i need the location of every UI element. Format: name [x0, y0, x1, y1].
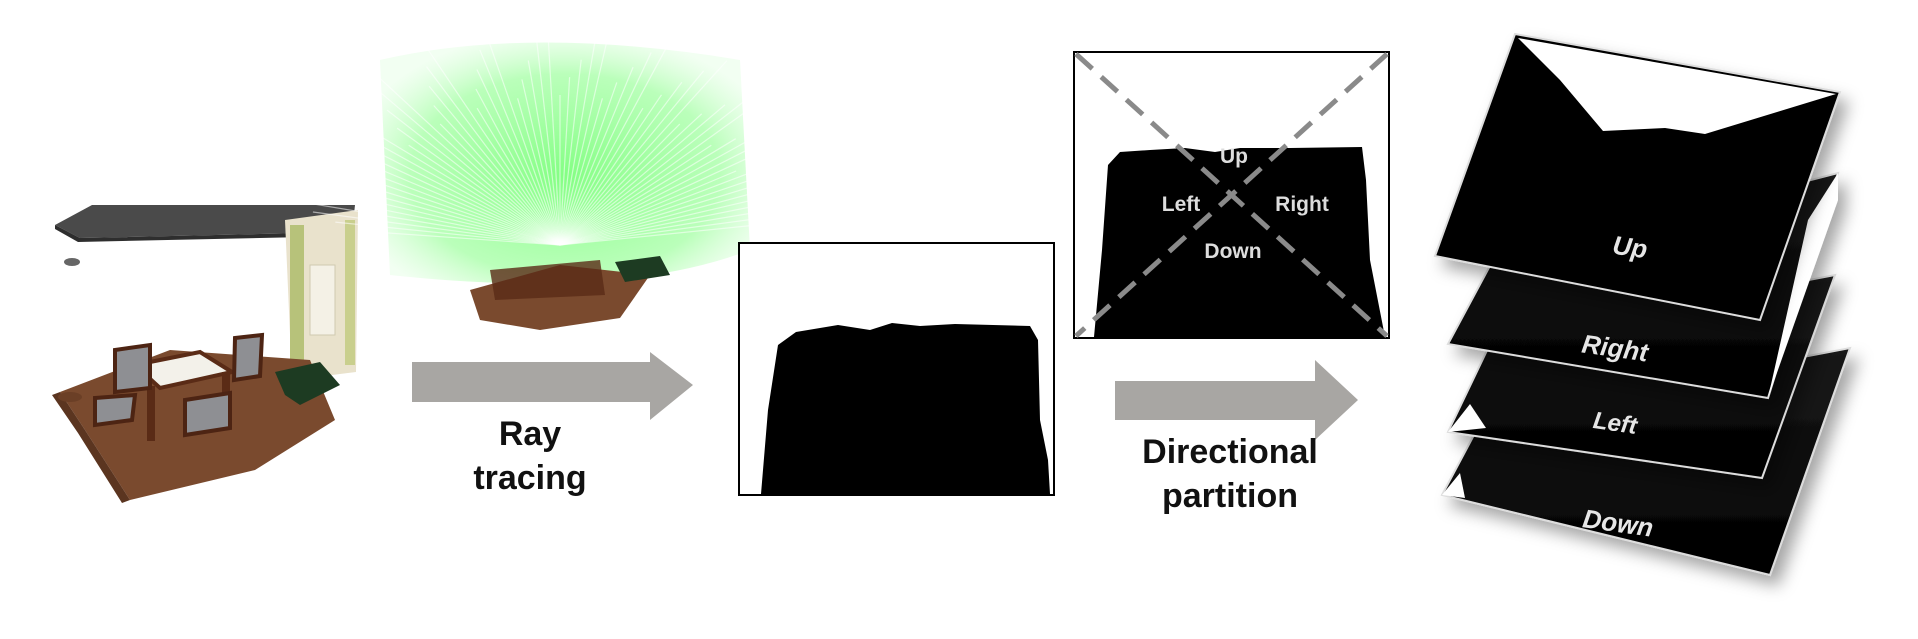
ray-line — [559, 70, 705, 246]
ray-line — [559, 60, 728, 246]
ray-line — [559, 82, 618, 246]
ray-line — [559, 129, 788, 246]
ray-line — [386, 109, 561, 246]
ray-tracing-label: Ray tracing — [455, 412, 605, 500]
partition-label-up: Up — [1220, 145, 1248, 168]
ray-line — [475, 88, 561, 246]
ray-line — [476, 107, 561, 246]
chair — [183, 390, 232, 438]
ray-line — [559, 59, 582, 246]
ray-line — [366, 199, 561, 246]
ray-line — [433, 105, 561, 246]
ray-line — [270, 186, 561, 246]
ray-line — [439, 123, 561, 246]
chair — [113, 342, 152, 395]
ray-line — [378, 90, 561, 246]
ray-line — [484, 29, 561, 246]
ray-line — [479, 49, 561, 246]
layer-card-up — [1433, 32, 1842, 322]
ray-line — [367, 155, 561, 246]
ray-line — [559, 123, 681, 246]
ray-line — [517, 98, 561, 246]
ray-line — [372, 71, 561, 246]
ray-tracing-label-line2: tracing — [473, 459, 587, 497]
ray-line — [559, 90, 776, 246]
ray-line — [428, 85, 561, 246]
ray-line — [559, 104, 726, 246]
ray-line — [559, 166, 815, 246]
directional-partition-label-line2: partition — [1162, 477, 1298, 515]
ray-line — [559, 126, 815, 246]
ray-line — [309, 159, 561, 246]
ray-line — [559, 203, 806, 246]
ray-line — [425, 46, 561, 246]
ray-line — [559, 138, 737, 246]
partition-label-down: Down — [1204, 240, 1262, 263]
ray-line — [559, 168, 842, 246]
ray-line — [559, 199, 754, 246]
ray-line — [559, 166, 789, 246]
ray-line — [559, 132, 762, 246]
ray-line — [327, 173, 561, 246]
partition-mask — [1094, 147, 1385, 337]
partition-label-left: Left — [1161, 193, 1201, 216]
ray-line — [559, 98, 603, 246]
ray-line — [291, 199, 561, 246]
ray-line — [527, 60, 561, 246]
ray-line — [327, 104, 561, 246]
ray-line — [358, 230, 561, 246]
ray-line — [339, 122, 561, 246]
ray-tracing-label-line1: Ray — [498, 415, 562, 453]
ray-line — [559, 81, 683, 246]
ray-line — [383, 170, 561, 246]
plant — [275, 362, 340, 405]
directional-partition-label-line1: Directional — [1142, 433, 1318, 471]
ray-line — [559, 170, 737, 246]
ray-line — [408, 144, 561, 246]
ray-line — [559, 38, 672, 246]
ceiling-slab — [55, 205, 355, 238]
ray-line — [335, 221, 561, 246]
diagonal-divider — [1074, 52, 1389, 338]
directional-partition-label: Directional partition — [1110, 430, 1350, 518]
ray-line — [476, 69, 561, 246]
ray-line — [396, 127, 561, 246]
ray-line — [546, 23, 561, 246]
ray-line — [559, 167, 763, 246]
ray-line — [426, 66, 561, 246]
ray-line — [559, 77, 571, 246]
ray-line — [521, 79, 561, 246]
ray-line — [559, 96, 750, 246]
ray-line — [293, 143, 561, 246]
ray-line — [559, 107, 644, 246]
ray-line — [559, 66, 634, 246]
ray-line — [559, 200, 780, 246]
ray-line — [312, 211, 561, 246]
partition-label-right: Right — [1275, 193, 1329, 216]
ray-line — [536, 41, 561, 246]
ray-line — [559, 208, 832, 246]
ray-line — [346, 187, 561, 246]
ray-line — [559, 94, 662, 246]
chair — [93, 392, 138, 428]
chair — [231, 332, 265, 383]
ray-line — [559, 113, 703, 246]
ray-line — [559, 42, 596, 246]
ray-line — [559, 144, 712, 246]
ray-line — [352, 139, 561, 246]
ray-line — [559, 52, 652, 246]
depth-mask — [761, 323, 1050, 494]
ray-line — [559, 214, 857, 246]
ray-line — [559, 26, 611, 246]
